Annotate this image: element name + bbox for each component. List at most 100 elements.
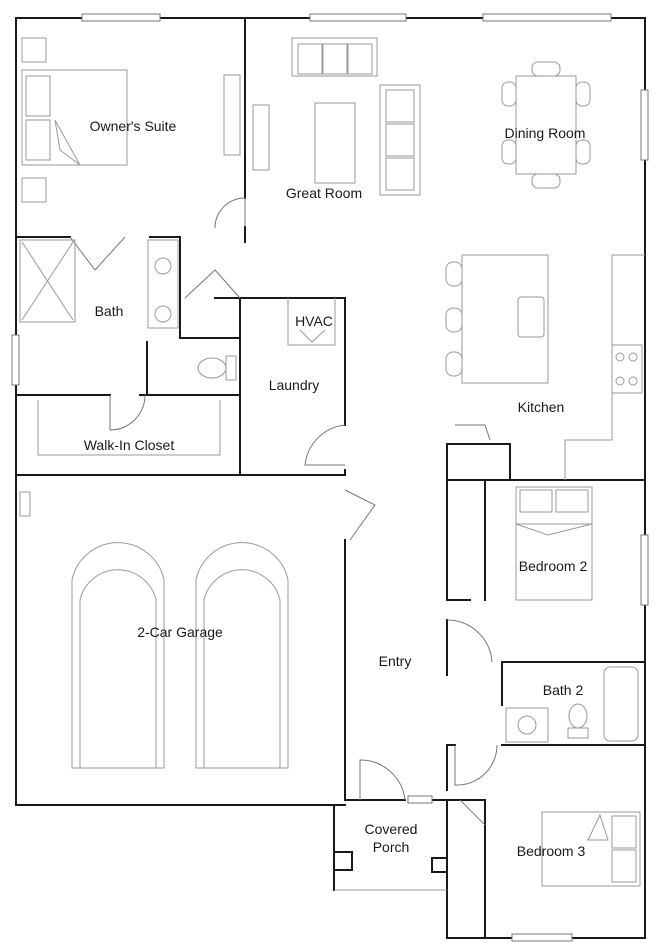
pillow [611,815,637,849]
door-bedroom-3 [459,799,486,826]
vanity [147,239,179,329]
window [640,534,649,606]
doors [69,197,498,826]
room-label-bath-2: Bath 2 [543,682,584,698]
pillow [25,75,51,117]
coffee-table [314,102,356,184]
bedroom-2-bed [515,523,593,601]
bedroom-2-headboard [515,486,593,525]
bed-fold [587,813,609,841]
room-label-laundry: Laundry [269,377,320,393]
pillow [555,489,589,513]
burner [628,352,638,362]
stool [445,307,463,333]
room-label-entry: Entry [379,653,412,669]
door-closet [109,394,146,431]
window [309,13,407,22]
stool [445,261,463,287]
vanity-sink [154,257,172,275]
pillow [25,119,51,161]
room-label-kitchen: Kitchen [518,399,565,415]
furniture [19,37,645,891]
room-label-owners-suite: Owner's Suite [90,118,177,134]
room-label-dining-room: Dining Room [505,125,586,141]
window [482,13,612,22]
sectional-cushion [385,157,415,191]
nightstand [21,177,47,203]
sectional-cushion [385,123,415,157]
door-laundry [304,424,346,466]
door-entry [359,759,406,801]
chair [575,81,591,107]
range [611,344,643,394]
room-label-covered-porch-line-1: Covered [365,821,418,837]
sofa [291,37,378,77]
dresser [223,74,241,156]
room-label-bedroom-2: Bedroom 2 [519,558,588,574]
door-bath-2 [454,744,498,786]
porch-column [431,857,446,873]
pillow [519,489,553,513]
door-garage [344,489,376,541]
exterior-walls [15,17,646,939]
room-label-bath: Bath [95,303,124,319]
bath-2-vanity [505,707,549,743]
shower [19,239,76,323]
chair [531,61,561,77]
chair [501,81,517,107]
nightstand [21,37,47,63]
toilet-tank [567,727,589,739]
island-sink [517,296,545,338]
interior-walls [15,17,646,939]
bedroom-3-bed [541,811,641,887]
burner [628,376,638,386]
toilet [568,703,588,729]
window [640,89,649,161]
room-label-great-room: Great Room [286,185,362,201]
sofa-cushion [322,43,348,75]
window [11,334,20,386]
bed-fold [54,119,81,166]
shower-drain-lines [21,241,74,321]
porch-column [334,851,353,871]
chair [575,139,591,165]
car-roof [79,569,157,769]
room-labels: Owner's Suite Great Room Dining Room Bat… [84,118,588,859]
sectional [379,84,421,196]
vanity-sink [154,305,172,323]
car [195,542,289,769]
door-bath [69,236,126,271]
burner [615,352,625,362]
toilet-tank [225,355,237,381]
door-hall [184,269,241,299]
window [407,795,433,804]
chair [531,173,561,189]
hvac-unit [287,298,336,346]
closet-shelving [37,400,221,456]
kitchen-island [461,254,549,384]
room-label-walk-in-closet: Walk-In Closet [84,437,175,453]
window [81,13,161,22]
kitchen-counter [564,254,645,480]
car-roof [203,569,281,769]
toilet [197,357,227,379]
tv-console [252,104,270,171]
door-owners-suite [214,197,246,229]
car [71,542,165,769]
windows [11,13,649,942]
sofa-cushion [347,43,373,75]
owners-bed [21,69,128,166]
room-label-garage: 2-Car Garage [137,624,223,640]
bath-2-sink [517,715,537,735]
bathtub [603,666,639,742]
burner [615,376,625,386]
sectional-cushion [385,89,415,123]
door-bedroom-2 [446,619,493,663]
room-label-bedroom-3: Bedroom 3 [517,843,586,859]
door-pantry [455,424,491,441]
chair [501,139,517,165]
room-label-hvac: HVAC [295,313,333,329]
room-label-covered-porch-line-2: Porch [373,839,410,855]
window [511,933,573,942]
